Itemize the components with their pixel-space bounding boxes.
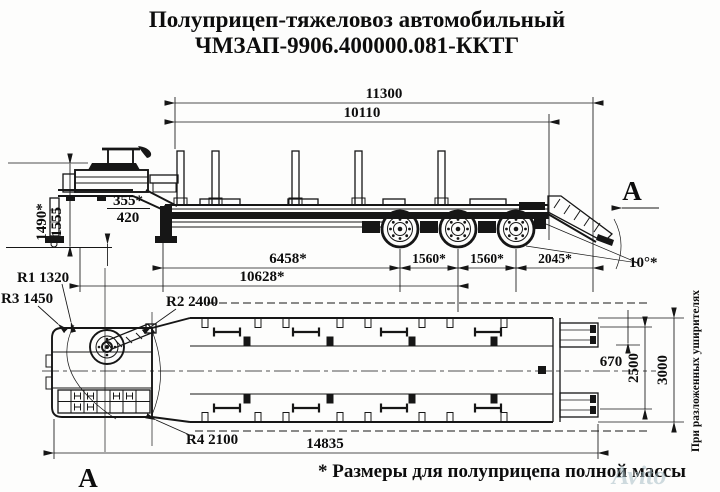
dim-axle-spacing-1: 1560* <box>412 251 446 266</box>
stakes <box>173 150 449 206</box>
dim-platform-width: 2500 <box>626 353 642 383</box>
dim-extended-width: 3000 <box>655 355 671 385</box>
plan-view-dimensions: R1 1320 R3 1450 R2 2400 R4 2100 670 2500… <box>1 270 702 492</box>
dim-overall-length: 11300 <box>366 86 403 102</box>
extended-width-note: При разложенных уширителях <box>690 290 702 452</box>
side-view-dimensions: 11300 10110 1490* 1555 355* 420 6458* 15… <box>8 86 659 312</box>
dim-kingpin-axle1: 6458* <box>269 251 307 267</box>
dim-fifth-wheel-laden: 355* <box>113 193 143 209</box>
plan-view <box>42 268 656 452</box>
title-block: Полуприцеп-тяжеловоз автомобильный ЧМЗАП… <box>149 7 565 58</box>
dim-axle-spacing-2: 1560* <box>470 251 504 266</box>
section-label-a: А <box>78 463 98 492</box>
title-line2: ЧМЗАП-9906.400000.081-ККТГ <box>195 33 519 58</box>
footnote: * Размеры для полуприцепа полной массы <box>318 461 686 482</box>
dim-centerline-to-edge: 670 <box>600 354 623 370</box>
radius-r4: R4 2100 <box>186 432 238 448</box>
radius-r2: R2 2400 <box>166 294 218 310</box>
dim-ramp-angle: 10°* <box>629 255 658 271</box>
dim-total-length: 14835 <box>306 436 344 452</box>
rear-ramp <box>547 195 614 246</box>
dim-kingpin-mid-axle: 10628* <box>240 269 285 285</box>
title-line1: Полуприцеп-тяжеловоз автомобильный <box>149 7 565 32</box>
radius-r3: R3 1450 <box>1 291 53 307</box>
dim-height-laden: 1490* <box>34 203 50 241</box>
watermark: Avito <box>610 461 666 490</box>
dim-height-unladen: 1555 <box>49 207 65 237</box>
dim-rear-overhang: 2045* <box>538 251 572 266</box>
view-label-a: А <box>622 176 642 206</box>
side-view <box>6 146 639 270</box>
radius-r1: R1 1320 <box>17 270 69 286</box>
dim-fifth-wheel-unladen: 420 <box>117 210 140 226</box>
dim-deck-length: 10110 <box>344 105 381 121</box>
